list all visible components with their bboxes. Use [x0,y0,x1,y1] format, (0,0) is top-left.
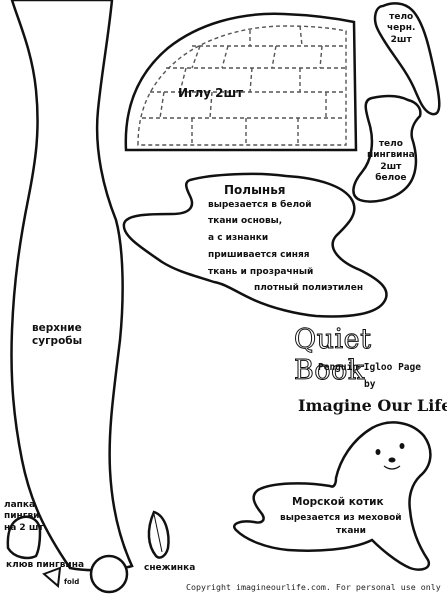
beak-label: клюв пингвина [6,560,85,570]
polynya-line-4: пришивается синяя [208,250,310,260]
seal-face-details [375,443,405,470]
fold-label: fold [64,578,80,586]
penguin-black-label: тело черн. 2шт [387,12,416,45]
penguin-white-body-shape [352,94,422,203]
igloo-brick-lines [137,25,347,146]
polynya-line-5: ткань и прозрачный [208,267,314,277]
polynya-line-6: плотный полиэтилен [254,283,364,293]
polynya-line-1: вырезается в белой [208,200,312,210]
igloo-label: Иглу 2шт [178,86,244,100]
snowflake-label: снежинка [144,563,196,573]
book-by: by [364,379,376,390]
penguin-white-label: тело пингвина 2шт белое [367,139,415,183]
snowball-circle [89,554,129,594]
book-title: Quiet Book [294,324,372,387]
igloo-shape [124,12,358,152]
seal-line-2: ткани [336,526,366,536]
polynya-title: Полынья [224,183,286,197]
polynya-shape [122,172,388,318]
paw-shape [6,515,42,560]
paw-label: лапка пингви на 2 шт [4,500,44,533]
polynya-line-2: ткани основы, [208,216,283,226]
seal-shape [233,421,432,571]
brand-name: Imagine Our Life [298,396,447,415]
seal-title: Морской котик [292,496,384,508]
polynya-line-3: а с изнанки [208,233,269,243]
drifts-label: верхние сугробы [32,322,83,348]
copyright-notice: Copyright imagineourlife.com. For person… [186,582,441,592]
fold-line [57,567,61,587]
penguin-black-body-shape [373,2,441,116]
snow-drift-shape [10,0,134,572]
book-subtitle: Penguin Igloo Page [318,362,421,373]
seal-line-1: вырезается из меховой [280,513,402,523]
